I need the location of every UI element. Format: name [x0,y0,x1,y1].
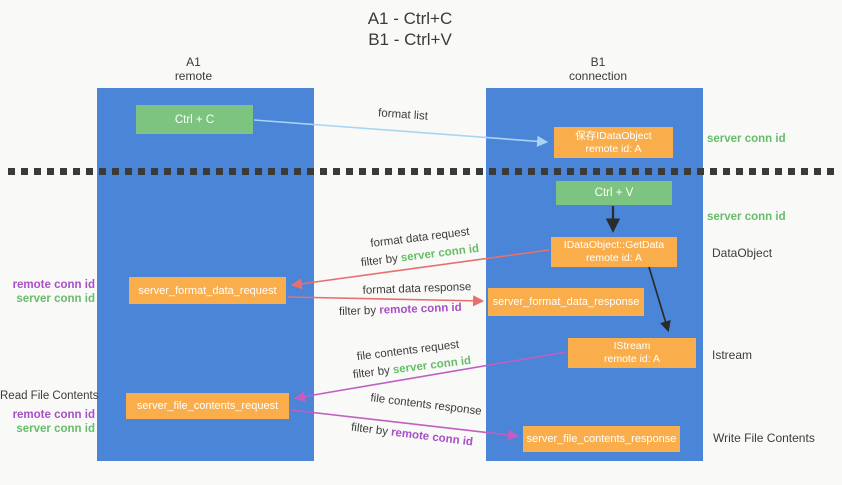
session-divider [8,168,838,175]
title-line-ctrl-v: B1 - Ctrl+V [368,30,452,49]
write-file-contents-label: Write File Contents [713,431,815,445]
save-idataobject-line2: remote id: A [585,142,642,155]
server-conn-id-text: server conn id [400,242,480,265]
save-idataobject-box: 保存IDataObject remote id: A [554,127,673,158]
filter-by-text: filter by [350,421,389,438]
b1-name: B1 [590,55,606,69]
filter-by-text: filter by [360,252,399,270]
server-conn-id-right-mid: server conn id [707,211,786,223]
format-list-label: format list [353,106,454,125]
format-list-text: format list [377,107,429,123]
ctrl-c-box: Ctrl + C [136,105,253,134]
file-request-conn-ids: remote conn id server conn id [0,408,95,436]
format-data-response-text: format data response [362,281,472,297]
server-conn-id-label: server conn id [16,293,95,305]
istream-line1: IStream [613,340,651,352]
format-request-conn-ids: remote conn id server conn id [0,278,95,306]
filter-by-remote-conn-id-label-2: filter by remote conn id [347,421,477,449]
server-format-data-request-box: server_format_data_request [129,277,286,304]
lifeline-header-b1: B1 connection [486,55,710,83]
server-conn-id-right-top: server conn id [707,133,786,145]
server-file-contents-request-box: server_file_contents_request [126,393,289,419]
remote-conn-id-text: remote conn id [390,426,474,449]
filter-by-text: filter by [352,364,391,382]
getdata-line2: remote id: A [585,252,643,264]
dataobject-label: DataObject [712,246,773,260]
server-conn-id-label: server conn id [16,423,95,435]
save-idataobject-line1: 保存IDataObject [575,129,652,142]
title-line-ctrl-c: A1 - Ctrl+C [367,9,453,28]
b1-role: connection [568,69,628,83]
getdata-line1: IDataObject::GetData [563,239,665,251]
remote-conn-id-label: remote conn id [12,279,95,291]
server-format-data-response-label: server_format_data_response [492,296,640,308]
ctrl-v-label: Ctrl + V [594,187,634,199]
remote-conn-id-text: remote conn id [379,301,462,317]
idataobject-getdata-box: IDataObject::GetData remote id: A [551,237,677,267]
read-file-contents-label: Read File Contents [0,390,99,402]
remote-conn-id-label: remote conn id [12,409,95,421]
ctrl-v-box: Ctrl + V [556,181,672,205]
a1-name: A1 [186,55,201,69]
istream-side-label: Istream [712,348,753,362]
server-format-data-response-box: server_format_data_response [488,288,644,316]
server-file-contents-response-box: server_file_contents_response [523,426,680,452]
filter-by-text: filter by [338,304,377,319]
ctrl-c-label: Ctrl + C [174,113,215,126]
format-data-response-label: format data response [357,281,477,297]
istream-line2: remote id: A [603,353,661,365]
server-conn-id-text: server conn id [392,354,472,377]
server-file-contents-request-label: server_file_contents_request [136,400,279,412]
file-contents-response-text: file contents response [369,392,483,418]
format-data-response-arrow [287,295,485,307]
diagram-title: A1 - Ctrl+C B1 - Ctrl+V [310,8,510,50]
server-file-contents-response-label: server_file_contents_response [526,433,677,445]
lifeline-header-a1: A1 remote [85,55,302,83]
server-format-data-request-label: server_format_data_request [138,284,277,297]
filter-by-remote-conn-id-label-1: filter by remote conn id [338,301,462,319]
file-contents-response-label: file contents response [361,391,491,419]
a1-role: remote [174,69,213,83]
istream-box: IStream remote id: A [568,338,696,368]
